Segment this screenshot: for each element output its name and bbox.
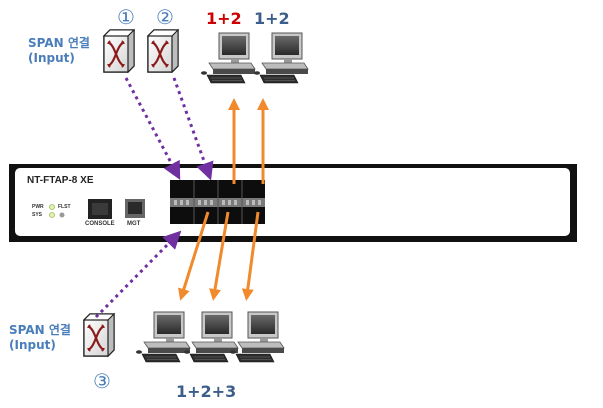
span-label-top-line2: (Input) [28,51,75,65]
monitor-pc-bottom-2 [183,311,239,363]
span-label-bottom: SPAN 연결 (Input) [9,323,71,353]
status-leds [49,204,65,218]
output-label-top-1: 1+2 [206,9,242,28]
output-label-bottom: 1+2+3 [176,382,237,401]
source-marker-2: ② [156,5,174,29]
input-link-1 [124,77,181,180]
output-link-bottom-3 [241,211,260,301]
output-label-top-2: 1+2 [254,9,290,28]
monitor-pc-bottom-3 [229,311,285,363]
output-link-bottom-1 [178,211,210,301]
led-label-sys: SYS [32,212,43,218]
monitor-pc-top-2 [253,32,309,84]
monitor-pc-bottom-1 [135,311,191,363]
sfp-port-block [170,180,265,224]
span-label-bottom-line1: SPAN 연결 [9,323,71,337]
span-switch-3 [82,312,116,358]
mgt-port [125,199,145,218]
span-label-top-line1: SPAN 연결 [28,36,90,50]
span-label-top: SPAN 연결 (Input) [28,36,90,66]
source-marker-3: ③ [93,369,111,393]
source-marker-1: ① [117,5,135,29]
mgt-label: MGT [127,221,141,227]
output-link-bottom-2 [209,211,230,301]
span-switch-1 [102,28,136,74]
console-port [88,199,112,219]
console-label: CONSOLE [85,221,115,227]
led-label-flst: FLST [58,204,71,210]
monitor-pc-top-1 [200,32,256,84]
input-link-3 [94,230,182,319]
ftap-device [9,164,577,242]
input-link-2 [172,77,214,181]
span-label-bottom-line2: (Input) [9,338,56,352]
span-switch-2 [146,28,180,74]
led-label-pwr: PWR [32,204,44,210]
device-model-label: NT-FTAP-8 XE [27,175,94,186]
